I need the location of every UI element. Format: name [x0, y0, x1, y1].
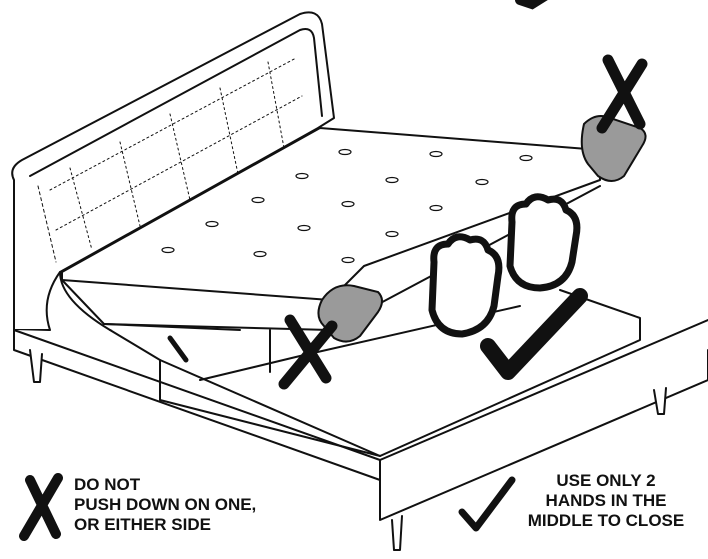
hand-icon — [510, 197, 577, 288]
warning-line: PUSH DOWN ON ONE, — [74, 495, 256, 515]
cross-mark-icon — [24, 478, 58, 536]
instruction-caption: USE ONLY 2 HANDS IN THE MIDDLE TO CLOSE — [506, 471, 706, 531]
instruction-line: MIDDLE TO CLOSE — [506, 511, 706, 531]
check-mark-icon — [462, 480, 512, 528]
cross-mark-icon — [602, 60, 642, 128]
check-mark-icon — [520, 0, 548, 4]
warning-line: DO NOT — [74, 475, 256, 495]
hand-icon — [432, 237, 499, 334]
warning-line: OR EITHER SIDE — [74, 515, 256, 535]
instruction-line: USE ONLY 2 — [506, 471, 706, 491]
instruction-line: HANDS IN THE — [506, 491, 706, 511]
warning-caption: DO NOT PUSH DOWN ON ONE, OR EITHER SIDE — [74, 475, 256, 535]
